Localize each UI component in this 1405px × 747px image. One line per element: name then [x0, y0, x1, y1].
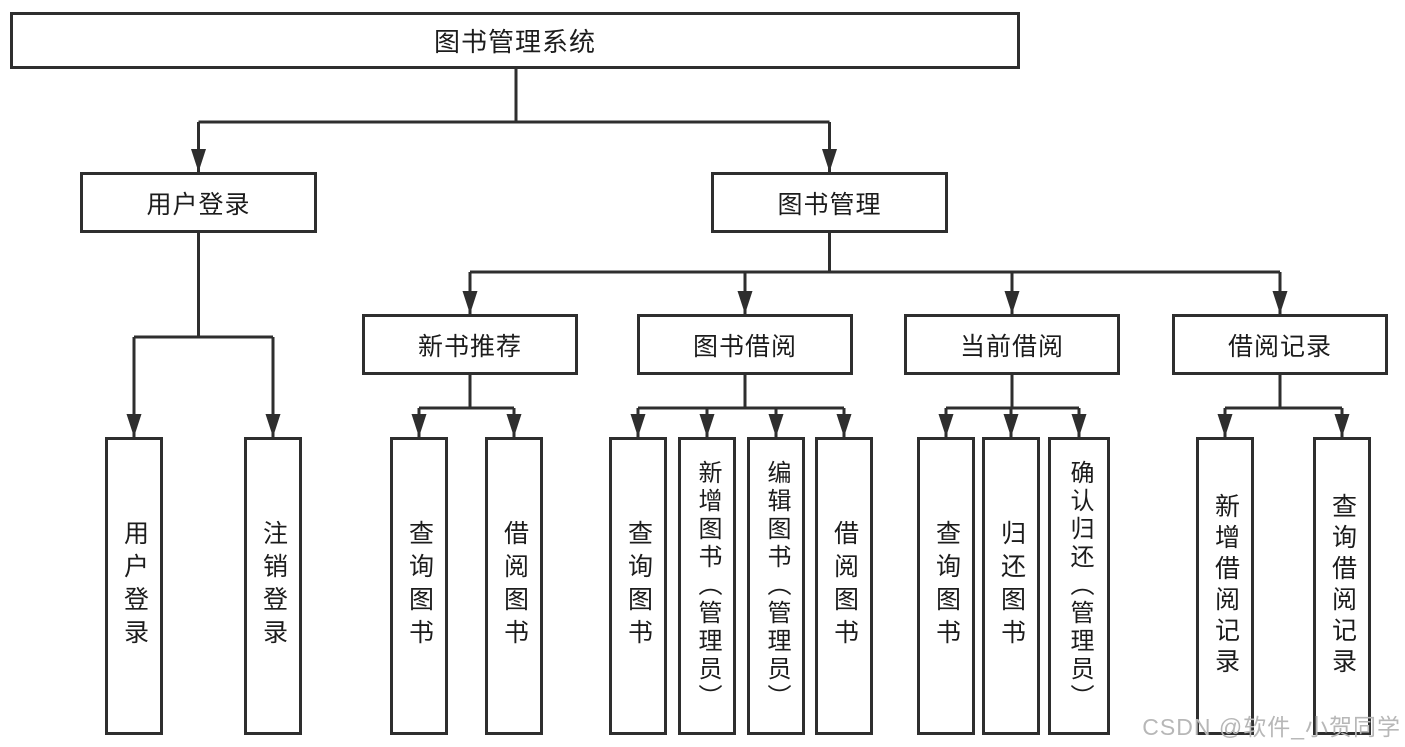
leaf-confirm-return-admin: 确认归还（管理员）	[1048, 437, 1110, 735]
node-user-login: 用户登录	[80, 172, 317, 233]
leaf-user-login: 用户登录	[105, 437, 163, 735]
leaf-label: 新增借阅记录	[1211, 493, 1240, 679]
leaf-label: 查询图书	[405, 520, 434, 652]
leaf-return-books: 归还图书	[982, 437, 1040, 735]
leaf-borrow-books-2: 借阅图书	[815, 437, 873, 735]
node-book-borrowing: 图书借阅	[637, 314, 853, 375]
node-borrow-records: 借阅记录	[1172, 314, 1388, 375]
leaf-query-books-1: 查询图书	[390, 437, 448, 735]
leaf-query-borrow-record: 查询借阅记录	[1313, 437, 1371, 735]
connector-paths	[132, 69, 1344, 437]
leaf-label: 借阅图书	[830, 520, 859, 652]
leaf-label: 用户登录	[120, 520, 149, 652]
node-book-management: 图书管理	[711, 172, 948, 233]
leaf-label: 归还图书	[997, 520, 1026, 652]
arrowhead-icons	[126, 149, 1350, 437]
leaf-label: 查询图书	[624, 520, 653, 652]
leaf-label: 注销登录	[259, 520, 288, 652]
leaf-label: 新增图书（管理员）	[694, 460, 721, 712]
leaf-label: 编辑图书（管理员）	[763, 460, 790, 712]
leaf-borrow-books-1: 借阅图书	[485, 437, 543, 735]
leaf-label: 确认归还（管理员）	[1066, 460, 1093, 712]
node-new-book-recommend: 新书推荐	[362, 314, 578, 375]
leaf-edit-books-admin: 编辑图书（管理员）	[747, 437, 805, 735]
leaf-label: 借阅图书	[500, 520, 529, 652]
leaf-add-borrow-record: 新增借阅记录	[1196, 437, 1254, 735]
node-system-root: 图书管理系统	[10, 12, 1020, 69]
leaf-query-books-2: 查询图书	[609, 437, 667, 735]
leaf-label: 查询图书	[932, 520, 961, 652]
leaf-query-books-3: 查询图书	[917, 437, 975, 735]
node-current-borrowing: 当前借阅	[904, 314, 1120, 375]
leaf-logout: 注销登录	[244, 437, 302, 735]
watermark: CSDN @软件_小贺同学	[1142, 714, 1401, 740]
leaf-add-books-admin: 新增图书（管理员）	[678, 437, 736, 735]
leaf-label: 查询借阅记录	[1328, 493, 1357, 679]
